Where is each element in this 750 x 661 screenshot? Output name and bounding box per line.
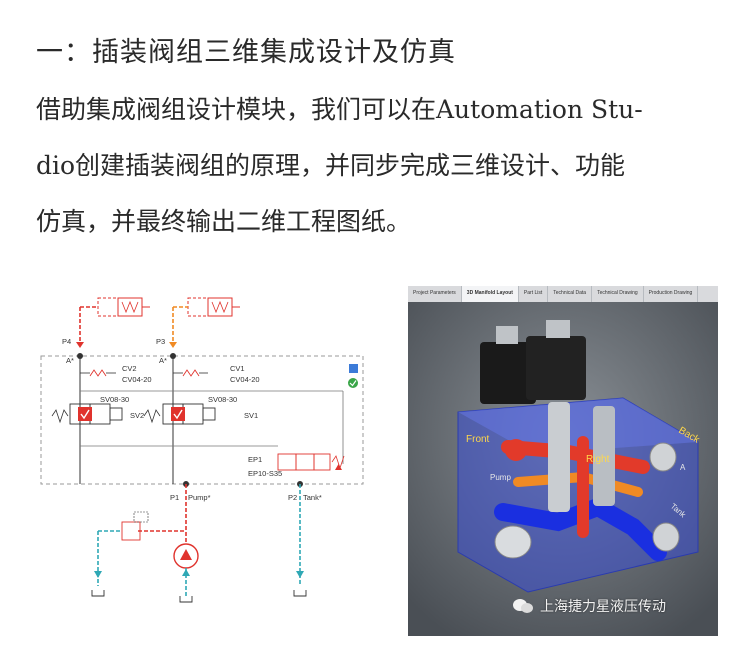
arrow-icon xyxy=(76,342,84,348)
face-label-pump: Pump xyxy=(490,473,511,482)
cartridge-valve xyxy=(593,406,615,506)
tab-production-drawing[interactable]: Production Drawing xyxy=(644,286,699,302)
wechat-icon xyxy=(513,599,533,613)
manifold-frame xyxy=(40,355,364,485)
paragraph-line: 借助集成阀组设计模块，我们可以在Automation Stu- xyxy=(36,95,643,124)
port-a-right-label: A* xyxy=(159,356,167,365)
actuator-left xyxy=(97,297,150,317)
face-label-right: Right xyxy=(586,454,610,465)
tab-project-parameters[interactable]: Project Parameters xyxy=(408,286,462,302)
ep1-label: EP1 xyxy=(248,455,262,464)
cv2-model-label: CV04-20 xyxy=(122,375,152,384)
paragraph-line: 仿真，并最终输出二维工程图纸。 xyxy=(36,207,412,236)
tab-technical-drawing[interactable]: Technical Drawing xyxy=(592,286,644,302)
tank-icon xyxy=(179,596,193,603)
face-label-a: A xyxy=(680,463,686,472)
tab-part-list[interactable]: Part List xyxy=(519,286,549,302)
port-plug xyxy=(494,525,532,559)
port-tank-label: Tank* xyxy=(303,493,322,502)
port-p2-label: P2 xyxy=(288,493,297,502)
relief-valve xyxy=(121,511,149,541)
manifold-3d-panel: Project Parameters 3D Manifold Layout Pa… xyxy=(408,286,718,636)
port-p1-label: P1 xyxy=(170,493,179,502)
arrow-icon xyxy=(169,342,177,348)
cv2-label: CV2 xyxy=(122,364,137,373)
ep1-model-label: EP10-S35 xyxy=(248,469,282,478)
article-heading: 一：插装阀组三维集成设计及仿真 xyxy=(36,37,456,68)
tab-3d-manifold-layout[interactable]: 3D Manifold Layout xyxy=(461,286,519,302)
cartridge-valve xyxy=(548,402,570,512)
check-circle-icon xyxy=(348,378,358,388)
port-p3-label: P3 xyxy=(156,337,165,346)
port-pump-label: Pump* xyxy=(188,493,211,502)
sv1-model-label: SV08-30 xyxy=(208,395,237,404)
tank-icon xyxy=(293,590,307,597)
sv1-label: SV1 xyxy=(244,411,258,420)
check-valve-cv1 xyxy=(173,369,208,377)
cv1-model-label: CV04-20 xyxy=(230,375,260,384)
hydraulic-schematic: P4 P3 A* A* CV2 CV04-20 CV1 CV04-20 xyxy=(38,286,383,636)
solenoid-coil xyxy=(526,336,586,400)
tab-technical-data[interactable]: Technical Data xyxy=(548,286,593,302)
paragraph-line: dio创建插装阀组的原理，并同步完成三维设计、功能 xyxy=(36,151,626,180)
watermark-text: 上海捷力星液压传动 xyxy=(540,599,666,615)
check-valve-cv2 xyxy=(80,369,116,377)
solenoid-valve-sv1 xyxy=(143,403,216,425)
tank-icon xyxy=(91,590,105,597)
pressure-valve-ep1 xyxy=(277,453,345,471)
article-paragraph: 借助集成阀组设计模块，我们可以在Automation Stu- dio创建插装阀… xyxy=(36,82,726,250)
sv2-model-label: SV08-30 xyxy=(100,395,129,404)
port-p4-label: P4 xyxy=(62,337,71,346)
watermark: 上海捷力星液压传动 xyxy=(512,596,666,616)
actuator-right xyxy=(187,297,240,317)
cv1-label: CV1 xyxy=(230,364,245,373)
solenoid-valve-sv2 xyxy=(51,403,123,425)
face-label-front: Front xyxy=(466,434,490,445)
3d-viewport[interactable]: Front Back Right Pump Tank A xyxy=(408,302,718,636)
solenoid-coil xyxy=(480,342,536,404)
sv2-label: SV2 xyxy=(130,411,144,420)
tab-bar: Project Parameters 3D Manifold Layout Pa… xyxy=(408,286,718,303)
tank-channel xyxy=(494,497,667,561)
cube-icon xyxy=(349,364,358,373)
port-a-left-label: A* xyxy=(66,356,74,365)
